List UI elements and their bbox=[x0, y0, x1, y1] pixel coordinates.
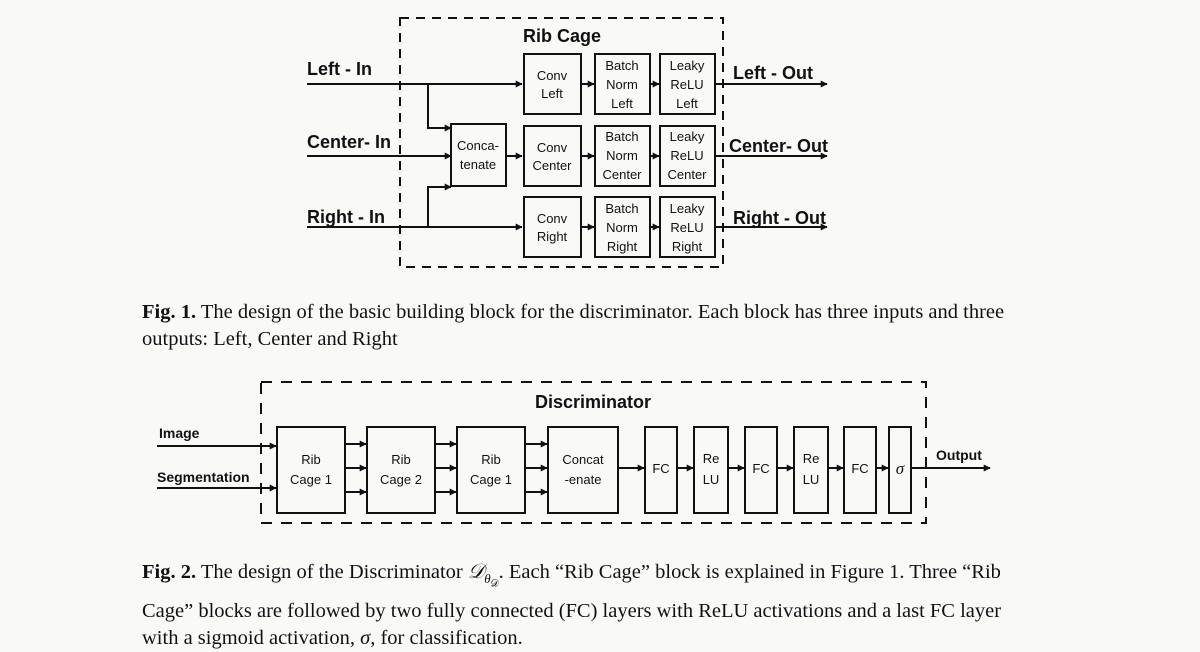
fig2-concatenate-block bbox=[547, 426, 619, 514]
fig1-conv-left-block bbox=[523, 53, 582, 115]
fig2-fc-1-block bbox=[644, 426, 678, 514]
fig1-leakyrelu-center-label-2: ReLU bbox=[670, 148, 703, 163]
fig2-relu-1-label-1: Re bbox=[703, 451, 720, 466]
fig2-diagram: Discriminator Image Segmentation Output … bbox=[157, 381, 991, 524]
fig1-left-tap bbox=[427, 84, 452, 132]
fig1-right-tap bbox=[427, 183, 452, 227]
fig2-caption-sigma: σ bbox=[360, 626, 371, 649]
fig1-output-center: Center- Out bbox=[729, 136, 828, 156]
fig2-title: Discriminator bbox=[535, 392, 651, 412]
fig1-leakyrelu-right-label-1: Leaky bbox=[670, 201, 705, 216]
fig2-sigmoid-block bbox=[888, 426, 912, 514]
fig2-ribcage-3-block bbox=[456, 426, 526, 514]
fig2-caption: Fig. 2. The design of the Discriminator … bbox=[142, 559, 1042, 652]
fig2-caption-label: Fig. 2. bbox=[142, 561, 197, 583]
fig1-diagram: Rib Cage Left - In Center- In Right - In… bbox=[307, 17, 828, 268]
fig1-conv-left-label-1: Conv bbox=[537, 68, 568, 83]
fig2-sigmoid-label: σ bbox=[896, 459, 905, 478]
fig1-conv-left-label-2: Left bbox=[541, 86, 563, 101]
fig2-fc-2-block bbox=[744, 426, 778, 514]
fig1-batchnorm-left-label-2: Norm bbox=[606, 77, 638, 92]
fig2-concatenate-label-2: -enate bbox=[565, 472, 602, 487]
fig1-batchnorm-left-label-1: Batch bbox=[605, 58, 638, 73]
fig2-fc-3-block bbox=[843, 426, 877, 514]
fig1-batchnorm-right-label-2: Norm bbox=[606, 220, 638, 235]
fig2-ribcage-3-label-2: Cage 1 bbox=[470, 472, 512, 487]
fig2-caption-pre: The design of the Discriminator bbox=[196, 561, 468, 583]
fig2-relu-2-block bbox=[793, 426, 829, 514]
fig1-batchnorm-right-label-1: Batch bbox=[605, 201, 638, 216]
fig1-conv-right-label-1: Conv bbox=[537, 211, 568, 226]
fig1-caption-label: Fig. 1. bbox=[142, 301, 197, 323]
fig1-caption-text: The design of the basic building block f… bbox=[142, 301, 1005, 350]
fig2-input-image: Image bbox=[159, 425, 200, 441]
fig2-ribcage-1-label-2: Cage 1 bbox=[290, 472, 332, 487]
fig1-batchnorm-center-label-2: Norm bbox=[606, 148, 638, 163]
fig2-caption-subsub: 𝒟 bbox=[490, 578, 499, 590]
fig1-concatenate-label-1: Conca- bbox=[457, 138, 499, 153]
fig2-ribcage-3-label-1: Rib bbox=[481, 452, 501, 467]
fig2-caption-math: 𝒟 bbox=[467, 561, 485, 583]
fig1-batchnorm-center-label-1: Batch bbox=[605, 129, 638, 144]
fig1-leakyrelu-left-label-1: Leaky bbox=[670, 58, 705, 73]
fig1-conv-center-label-1: Conv bbox=[537, 140, 568, 155]
fig1-leakyrelu-center-label-3: Center bbox=[667, 167, 707, 182]
fig1-conv-center-label-2: Center bbox=[532, 158, 572, 173]
fig1-concatenate-label-2: tenate bbox=[460, 157, 496, 172]
fig2-ribcage-1-label-1: Rib bbox=[301, 452, 321, 467]
fig2-ribcage-2-label-1: Rib bbox=[391, 452, 411, 467]
fig1-output-right: Right - Out bbox=[733, 208, 826, 228]
fig1-conv-center-block bbox=[523, 125, 582, 187]
fig2-fc-2-label: FC bbox=[752, 461, 769, 476]
fig2-fc-1-label: FC bbox=[652, 461, 669, 476]
fig2-relu-2-label-2: LU bbox=[803, 472, 820, 487]
fig2-dashed-boundary bbox=[260, 381, 927, 524]
fig2-caption-sub: θ bbox=[484, 571, 491, 587]
fig1-leakyrelu-center-label-1: Leaky bbox=[670, 129, 705, 144]
fig2-input-segmentation: Segmentation bbox=[157, 469, 250, 485]
fig1-concatenate-block bbox=[450, 123, 507, 187]
fig1-leakyrelu-left-label-2: ReLU bbox=[670, 77, 703, 92]
fig2-concatenate-label-1: Concat bbox=[562, 452, 604, 467]
fig2-relu-1-label-2: LU bbox=[703, 472, 720, 487]
fig1-caption: Fig. 1. The design of the basic building… bbox=[142, 299, 1042, 353]
fig2-ribcage-2-label-2: Cage 2 bbox=[380, 472, 422, 487]
fig2-ribcage-2-block bbox=[366, 426, 436, 514]
fig1-batchnorm-left-label-3: Left bbox=[611, 96, 633, 111]
fig2-fc-3-label: FC bbox=[851, 461, 868, 476]
fig1-leakyrelu-left-label-3: Left bbox=[676, 96, 698, 111]
fig1-input-center: Center- In bbox=[307, 132, 391, 152]
fig1-batchnorm-right-label-3: Right bbox=[607, 239, 638, 254]
fig1-leakyrelu-right-label-2: ReLU bbox=[670, 220, 703, 235]
fig2-caption-post: . Each “Rib Cage” block is explained in … bbox=[142, 561, 1002, 649]
fig1-input-right: Right - In bbox=[307, 207, 385, 227]
fig1-dashed-boundary bbox=[399, 17, 724, 268]
fig1-output-left: Left - Out bbox=[733, 63, 813, 83]
fig1-title: Rib Cage bbox=[523, 26, 601, 46]
fig1-batchnorm-center-label-3: Center bbox=[602, 167, 642, 182]
fig2-caption-end: , for classification. bbox=[370, 626, 523, 649]
fig2-relu-2-label-1: Re bbox=[803, 451, 820, 466]
fig1-leakyrelu-right-label-3: Right bbox=[672, 239, 703, 254]
fig1-input-left: Left - In bbox=[307, 59, 372, 79]
fig1-conv-right-block bbox=[523, 196, 582, 258]
fig1-conv-right-label-2: Right bbox=[537, 229, 568, 244]
fig2-relu-1-block bbox=[693, 426, 729, 514]
fig2-ribcage-1-block bbox=[276, 426, 346, 514]
fig2-output-label: Output bbox=[936, 447, 982, 463]
